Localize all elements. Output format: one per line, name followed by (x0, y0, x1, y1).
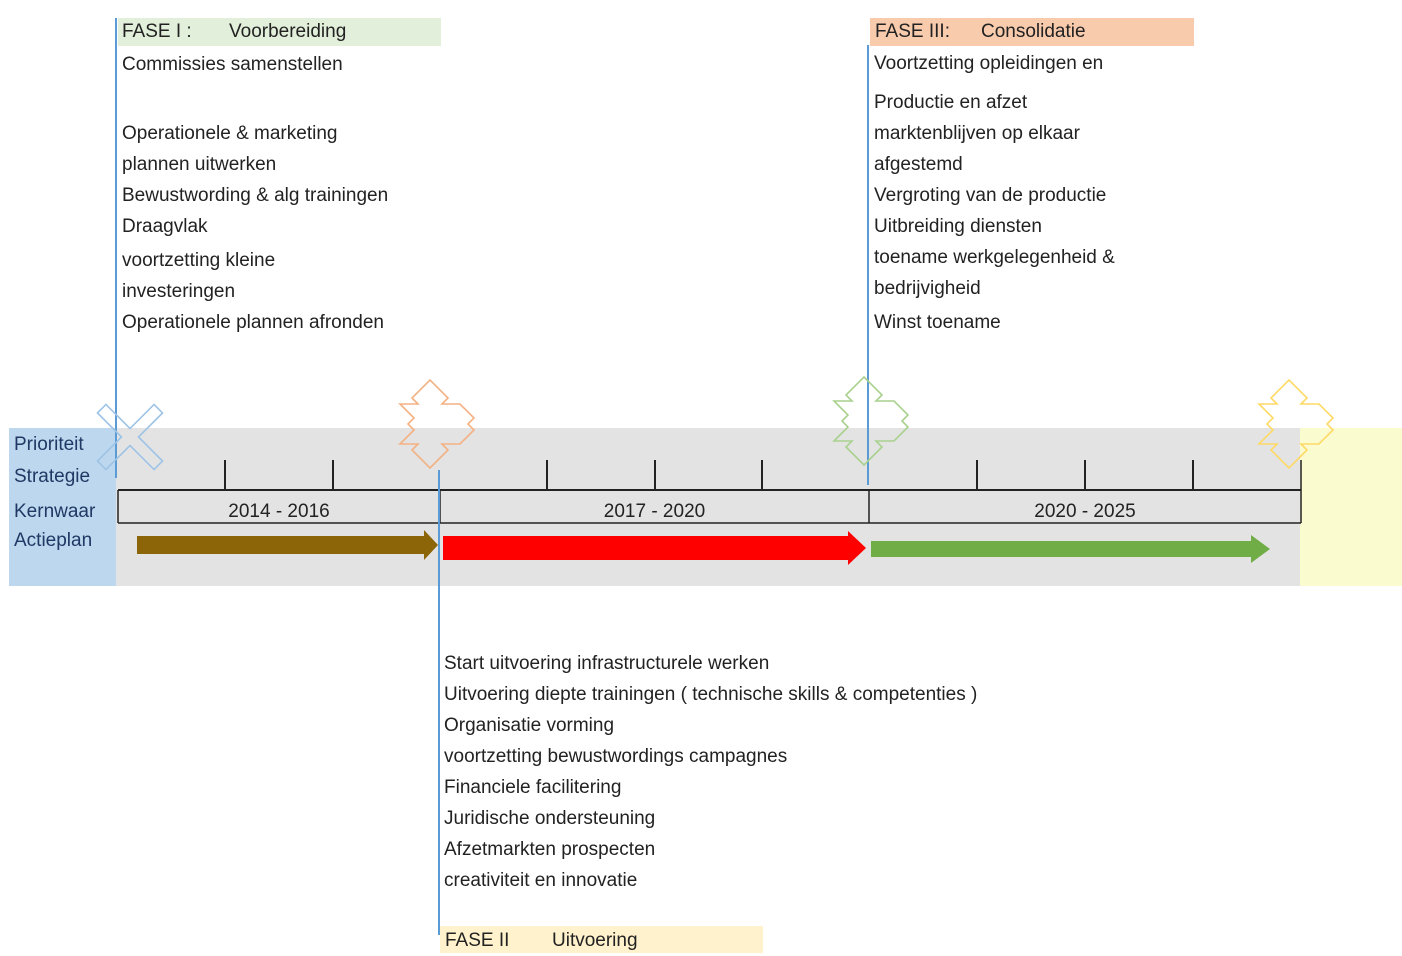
row-label-kernwaar: Kernwaar (14, 501, 96, 522)
phase3-code: FASE III: (875, 21, 950, 42)
phase2-item: Uitvoering diepte trainingen ( technisch… (444, 684, 978, 705)
phase2-item: Afzetmarkten prospecten (444, 839, 656, 860)
milestone-marker-3 (832, 375, 910, 467)
phase3-item: toename werkgelegenheid & (874, 247, 1115, 268)
actieplan-arrow-3 (871, 535, 1270, 563)
actieplan-arrow-2 (443, 531, 866, 565)
actieplan-arrow-1 (137, 530, 438, 560)
phase1-name: Voorbereiding (229, 21, 347, 42)
phase1-header: FASE I : Voorbereiding (118, 18, 441, 46)
phase3-item: Uitbreiding diensten (874, 216, 1042, 237)
row-label-actieplan: Actieplan (14, 530, 93, 551)
phase1-code: FASE I : (122, 21, 192, 42)
phase3-item: Productie en afzet (874, 92, 1028, 113)
period-label-1: 2014 - 2016 (228, 501, 330, 522)
phase3-item: Winst toename (874, 312, 1001, 333)
phase3-header: FASE III: Consolidatie (870, 18, 1194, 46)
phase1-item: Operationele & marketing (122, 123, 338, 144)
phase3-item: Voortzetting opleidingen en (874, 53, 1104, 74)
phase3-item: afgestemd (874, 154, 963, 175)
phase2-item: Start uitvoering infrastructurele werken (444, 653, 770, 674)
phase2-item: Organisatie vorming (444, 715, 615, 736)
phase1-item: plannen uitwerken (122, 154, 277, 175)
timeline-ticks (224, 460, 1194, 490)
phase2-item: Juridische ondersteuning (444, 808, 656, 829)
row-label-strategie: Strategie (14, 466, 91, 487)
phase2-item: voortzetting bewustwordings campagnes (444, 746, 788, 767)
phase2-name: Uitvoering (552, 930, 638, 951)
period-label-3: 2020 - 2025 (1034, 501, 1136, 522)
phase1-item: Operationele plannen afronden (122, 312, 384, 333)
phase2-header: FASE II Uitvoering (440, 926, 763, 953)
row-label-band (9, 428, 116, 586)
phase3-item: Vergroting van de productie (874, 185, 1107, 206)
milestone-marker-4 (1257, 378, 1335, 470)
phase1-item: Bewustwording & alg trainingen (122, 185, 389, 206)
phase1-item: voortzetting kleine (122, 250, 276, 271)
phase3-item: bedrijvigheid (874, 278, 981, 299)
milestone-marker-2 (398, 378, 476, 470)
phase3-item: marktenblijven op elkaar (874, 123, 1080, 144)
row-label-prioriteit: Prioriteit (14, 434, 84, 455)
phase2-item: Financiele facilitering (444, 777, 622, 798)
phase1-item: Commissies samenstellen (122, 54, 343, 75)
period-label-2: 2017 - 2020 (603, 501, 706, 522)
phase2-item: creativiteit en innovatie (444, 870, 638, 891)
timeline-end-band (1300, 428, 1402, 586)
phase1-item: Draagvlak (122, 216, 208, 237)
milestone-marker-1 (96, 403, 164, 471)
phase2-code: FASE II (445, 930, 510, 951)
phase3-name: Consolidatie (981, 21, 1086, 42)
phase1-item: investeringen (122, 281, 236, 302)
